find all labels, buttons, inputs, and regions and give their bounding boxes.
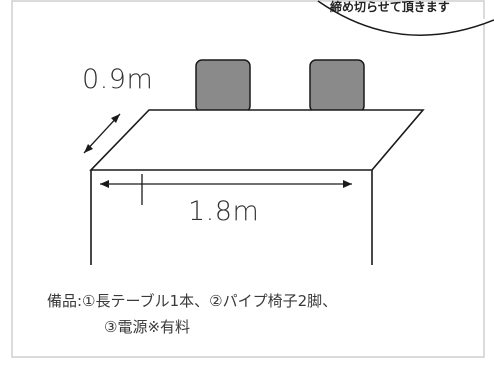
width-arrow-head-right: [343, 180, 352, 188]
chair-right: [309, 59, 365, 113]
equipment-line-2: ③電源※有料: [104, 318, 191, 336]
depth-arrow-head-bottom: [84, 144, 93, 153]
depth-arrow-head-top: [111, 114, 120, 123]
equipment-line-1: 備品:①長テーブル1本、②パイプ椅子2脚、: [47, 292, 338, 310]
speech-bubble: [317, 0, 494, 36]
width-label: 1.8m: [188, 196, 260, 227]
diagram-frame: [11, 0, 485, 358]
table-top: [89, 109, 425, 171]
bubble-text: 締め切らせて頂きます: [330, 0, 450, 14]
depth-label: 0.9m: [82, 64, 154, 95]
width-arrow-head-left: [100, 180, 109, 188]
chair-left: [195, 59, 251, 113]
